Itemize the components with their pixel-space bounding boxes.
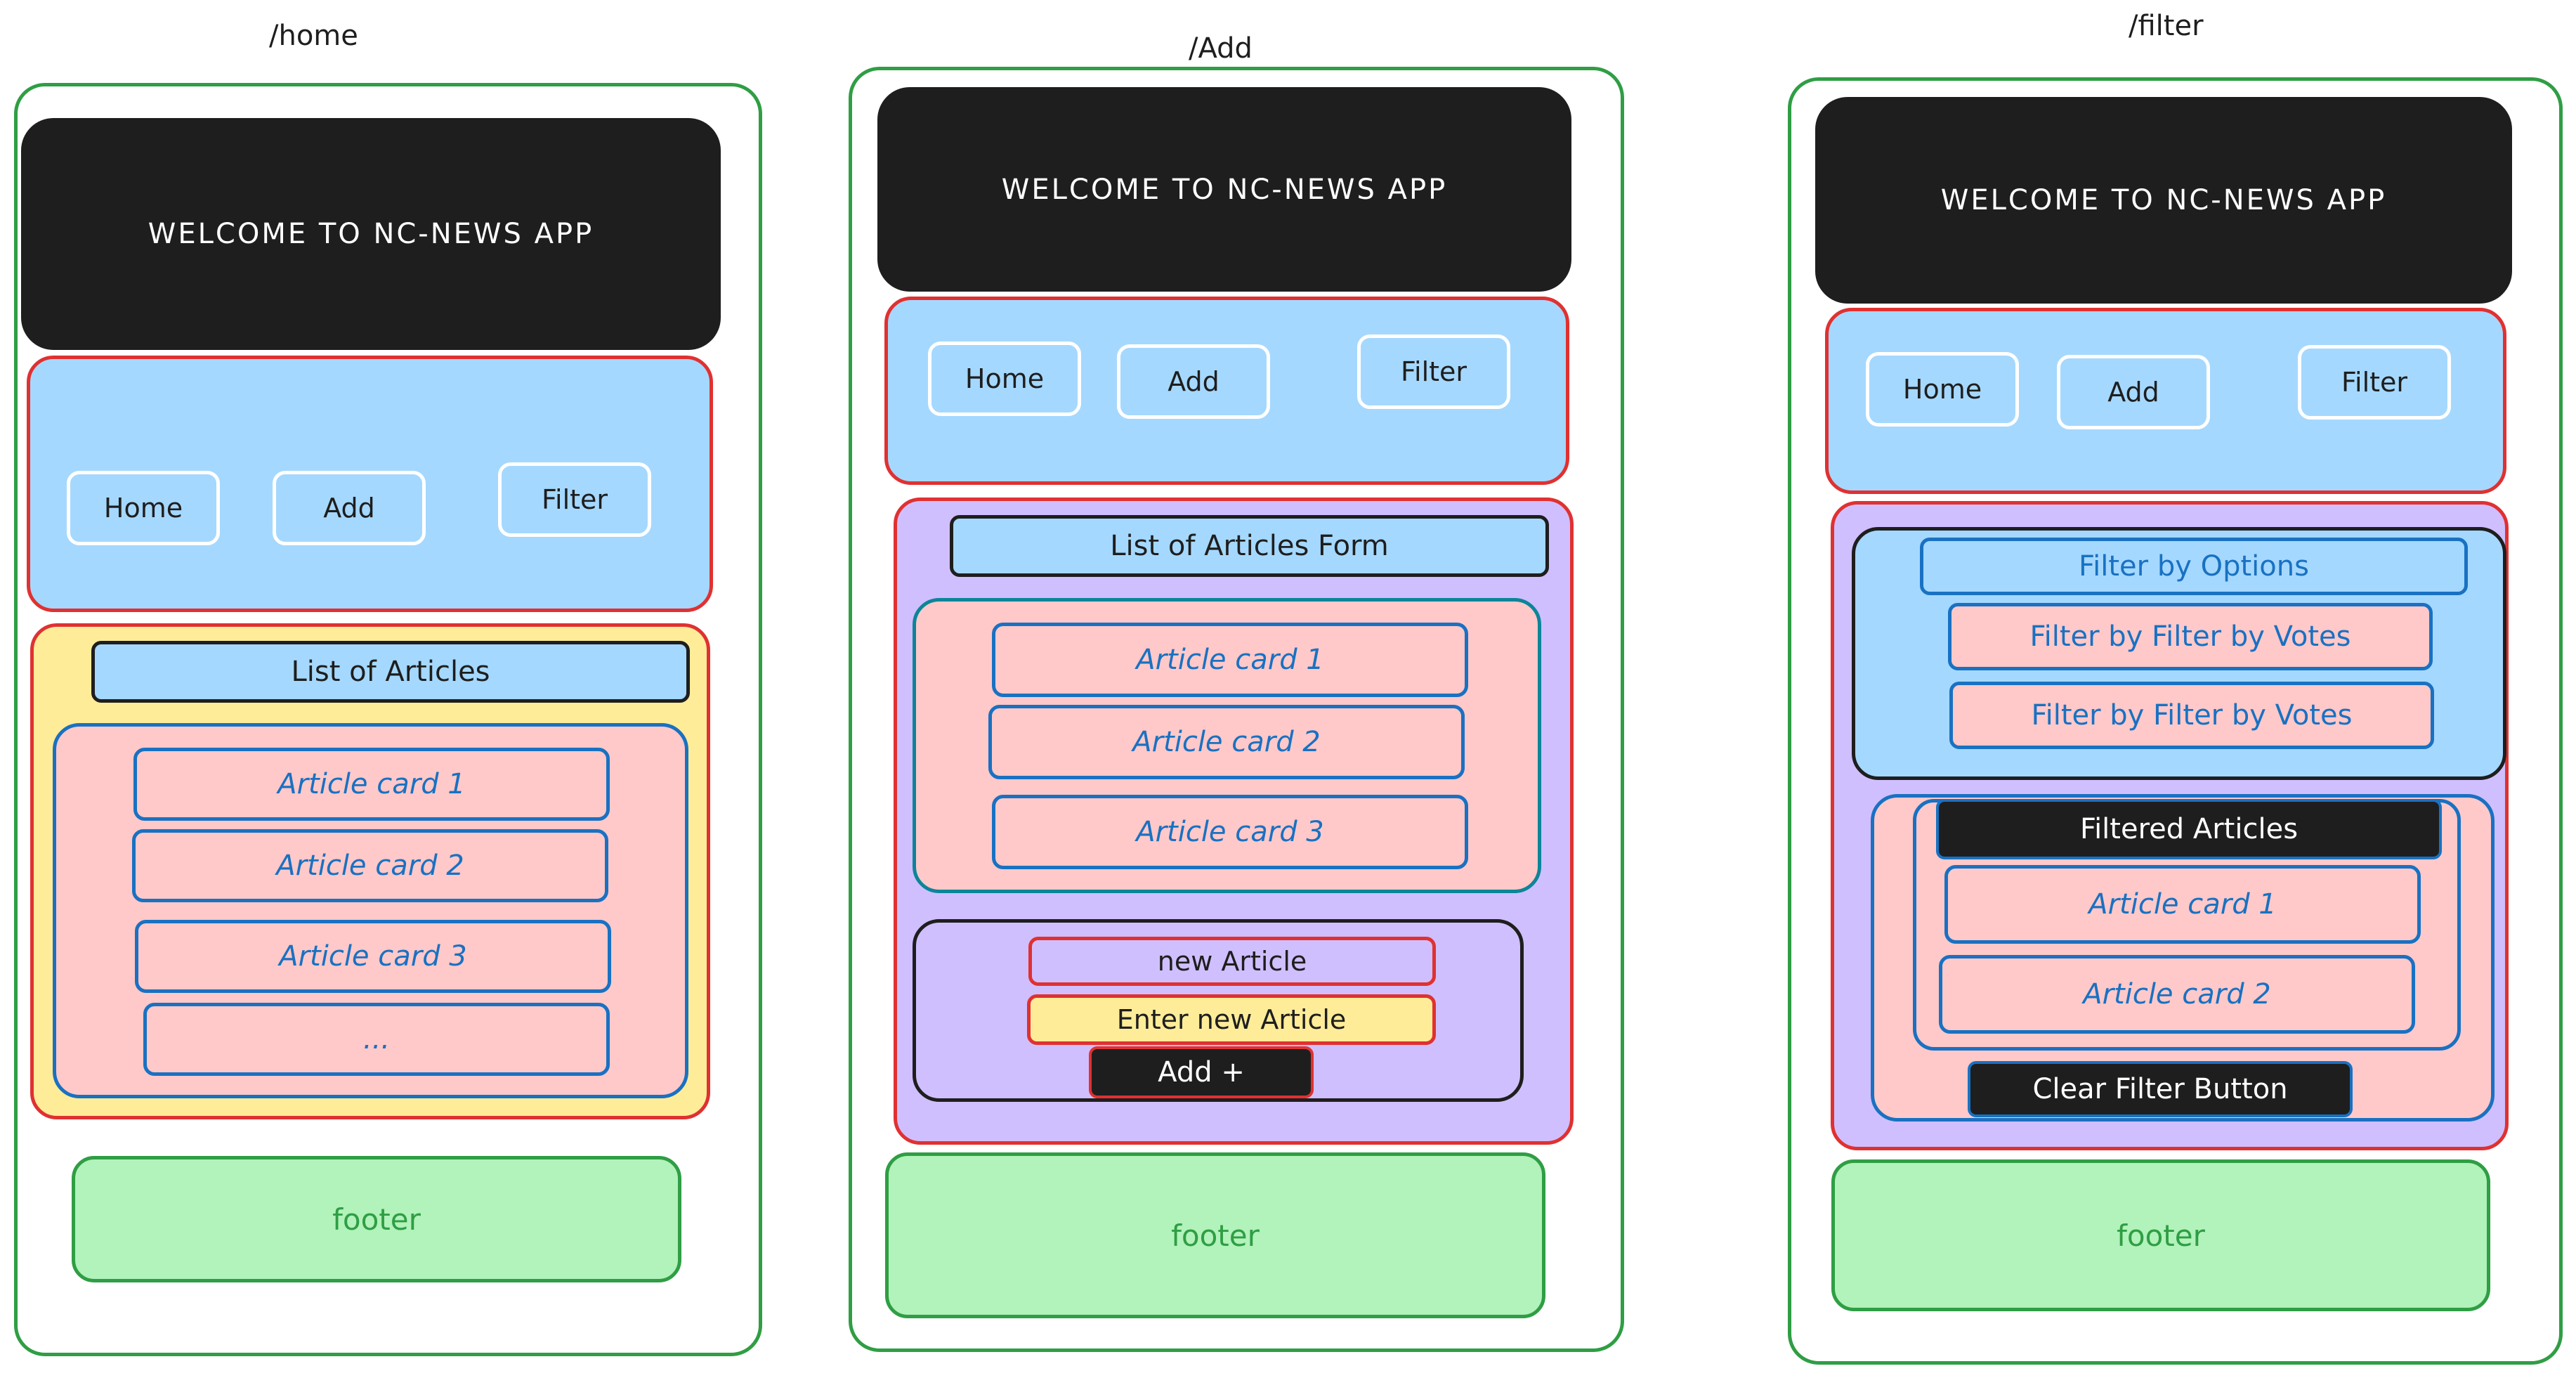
filter-header: WELCOME TO NC-NEWS APP	[1815, 97, 2512, 304]
add-nav-bar: Home Add Filter	[884, 297, 1569, 485]
nav-add-button[interactable]: Add	[273, 471, 426, 545]
filtered-articles-title: Filtered Articles	[1936, 799, 2442, 859]
article-card[interactable]: Article card 2	[1939, 955, 2415, 1034]
nav-home-button[interactable]: Home	[928, 342, 1081, 416]
nav-add-button[interactable]: Add	[2057, 355, 2210, 429]
nav-home-button[interactable]: Home	[1866, 352, 2019, 427]
new-article-input[interactable]: Enter new Article	[1027, 994, 1436, 1045]
filter-footer: footer	[1831, 1159, 2490, 1311]
home-nav-bar: Home Add Filter	[27, 356, 713, 612]
article-list: Article card 1 Article card 2 Article ca…	[53, 723, 688, 1098]
article-card[interactable]: Article card 1	[133, 748, 610, 821]
nav-filter-button[interactable]: Filter	[1357, 334, 1510, 409]
new-article-form: new Article Enter new Article Add +	[913, 919, 1524, 1102]
route-label-add: /Add	[1189, 32, 1253, 65]
route-label-home: /home	[269, 20, 358, 52]
filter-by-options-title: Filter by Options	[1920, 538, 2468, 595]
route-label-filter: /filter	[2129, 10, 2204, 42]
add-articles-panel: List of Articles Form Article card 1 Art…	[894, 498, 1574, 1145]
article-card[interactable]: Article card 1	[992, 623, 1468, 697]
filter-nav-bar: Home Add Filter	[1825, 308, 2506, 494]
nav-home-button[interactable]: Home	[67, 471, 220, 545]
list-of-articles-title: List of Articles	[91, 641, 690, 703]
nav-add-button[interactable]: Add	[1117, 344, 1270, 419]
article-card[interactable]: ...	[143, 1003, 610, 1076]
article-card[interactable]: Article card 1	[1944, 865, 2421, 944]
filter-main-panel: Filter by Options Filter by Filter by Vo…	[1831, 501, 2509, 1150]
filter-option-votes[interactable]: Filter by Filter by Votes	[1948, 603, 2433, 670]
home-articles-panel: List of Articles Article card 1 Article …	[30, 623, 710, 1119]
header-title: WELCOME TO NC-NEWS APP	[1940, 184, 2387, 216]
nav-filter-button[interactable]: Filter	[2298, 345, 2451, 420]
list-of-articles-form-title: List of Articles Form	[950, 515, 1549, 577]
home-header: WELCOME TO NC-NEWS APP	[21, 118, 721, 350]
add-footer: footer	[885, 1152, 1545, 1318]
article-list: Article card 1 Article card 2 Article ca…	[913, 598, 1541, 893]
article-card[interactable]: Article card 3	[135, 920, 611, 993]
header-title: WELCOME TO NC-NEWS APP	[1001, 173, 1448, 206]
filter-option-votes[interactable]: Filter by Filter by Votes	[1949, 682, 2434, 749]
nav-filter-button[interactable]: Filter	[498, 462, 651, 537]
article-card[interactable]: Article card 3	[992, 795, 1468, 869]
filter-options-panel: Filter by Options Filter by Filter by Vo…	[1852, 527, 2506, 780]
new-article-title: new Article	[1028, 937, 1436, 986]
clear-filter-button[interactable]: Clear Filter Button	[1968, 1061, 2353, 1117]
add-article-button[interactable]: Add +	[1089, 1046, 1314, 1098]
article-card[interactable]: Article card 2	[988, 705, 1465, 779]
header-title: WELCOME TO NC-NEWS APP	[148, 218, 594, 250]
add-header: WELCOME TO NC-NEWS APP	[877, 87, 1571, 292]
home-footer: footer	[72, 1156, 681, 1282]
article-card[interactable]: Article card 2	[132, 829, 608, 902]
filtered-articles-panel: Filtered Articles Article card 1 Article…	[1871, 794, 2495, 1122]
